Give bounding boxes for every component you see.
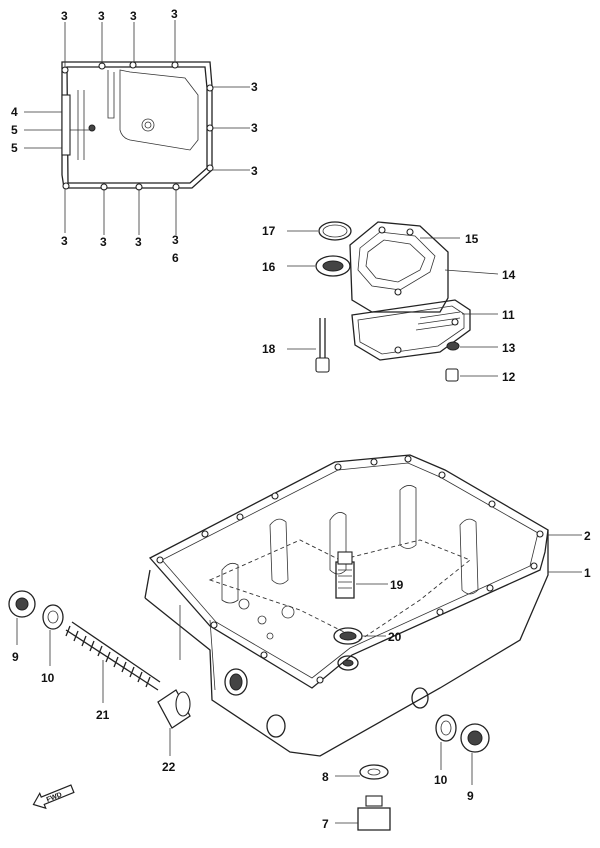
oil-pan-assembly xyxy=(8,454,582,831)
callout-19: 19 xyxy=(390,578,404,592)
callout-18: 18 xyxy=(262,342,276,356)
spring xyxy=(65,621,161,691)
callout-7: 7 xyxy=(322,817,329,831)
callout-2: 2 xyxy=(584,529,591,543)
callout-1: 1 xyxy=(584,566,591,580)
callout-11: 11 xyxy=(502,308,515,322)
callout-3: 3 xyxy=(251,80,258,94)
callout-21: 21 xyxy=(96,708,110,722)
callout-3: 3 xyxy=(61,234,68,248)
front-direction-arrow: FWD xyxy=(32,784,75,810)
callout-10: 10 xyxy=(41,671,55,685)
callout-12: 12 xyxy=(502,370,516,384)
callout-9: 9 xyxy=(467,789,474,803)
callout-3: 3 xyxy=(130,9,137,23)
callout-5: 5 xyxy=(11,141,18,155)
callout-3: 3 xyxy=(251,121,258,135)
callout-17: 17 xyxy=(262,224,276,238)
callout-3: 3 xyxy=(98,9,105,23)
callout-5: 5 xyxy=(11,123,18,137)
callout-16: 16 xyxy=(262,260,276,274)
callout-3: 3 xyxy=(251,164,258,178)
callout-13: 13 xyxy=(502,341,516,355)
callout-15: 15 xyxy=(465,232,479,246)
front-arrow-label: FWD xyxy=(46,791,63,803)
flange-bolt-holes xyxy=(156,455,544,684)
callout-14: 14 xyxy=(502,268,516,282)
cover-assembly xyxy=(287,221,499,382)
callout-9: 9 xyxy=(12,650,19,664)
callout-3: 3 xyxy=(61,9,68,23)
callout-3: 3 xyxy=(100,235,107,249)
callout-4: 4 xyxy=(11,105,18,119)
oil-pan-gasket-plan-view xyxy=(24,20,250,235)
callout-20: 20 xyxy=(388,630,402,644)
callout-3: 3 xyxy=(172,233,179,247)
callout-10: 10 xyxy=(434,773,448,787)
callout-22: 22 xyxy=(162,760,176,774)
gasket-bolt-holes xyxy=(61,61,214,191)
callout-6: 6 xyxy=(172,251,179,265)
callout-8: 8 xyxy=(322,770,329,784)
callout-3: 3 xyxy=(135,235,142,249)
callout-3: 3 xyxy=(171,7,178,21)
